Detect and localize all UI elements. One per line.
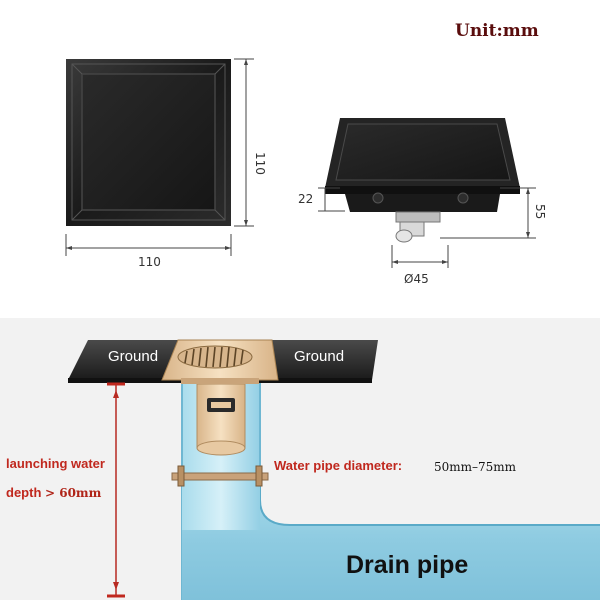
water-depth-label-line2: depth bbox=[6, 485, 41, 500]
pipe-diameter-label: Water pipe diameter: bbox=[274, 458, 402, 473]
water-depth-label-line1: launching water bbox=[6, 456, 105, 471]
unit-label: Unit:mm bbox=[455, 21, 539, 41]
side-view-left-dimension: 22 bbox=[298, 187, 345, 212]
drain-pipe-label: Drain pipe bbox=[346, 551, 468, 579]
side-view-outlet-label: Ø45 bbox=[404, 272, 429, 286]
water-depth-indicator bbox=[107, 382, 125, 598]
pipe-diameter-value: 50mm–75mm bbox=[434, 460, 517, 474]
ground-label-left: Ground bbox=[108, 348, 158, 365]
top-view-grate bbox=[81, 73, 216, 211]
top-view bbox=[66, 59, 231, 226]
top-view-height-dimension: 110 bbox=[234, 58, 267, 227]
side-view bbox=[325, 118, 520, 243]
drain-grate bbox=[161, 339, 279, 384]
water-depth-value: > 60mm bbox=[45, 486, 102, 500]
pipe-clamp bbox=[171, 465, 269, 487]
ground-label-right: Ground bbox=[294, 348, 344, 365]
side-view-left-height-label: 22 bbox=[298, 192, 313, 206]
side-view-total-height-label: 55 bbox=[533, 204, 547, 219]
drain-core bbox=[196, 383, 246, 456]
side-view-total-dimension: 55 bbox=[440, 187, 547, 239]
top-view-width-label: 110 bbox=[138, 255, 161, 269]
side-view-body bbox=[345, 194, 500, 212]
top-view-height-label: 110 bbox=[253, 152, 267, 175]
top-view-width-dimension: 110 bbox=[65, 234, 232, 269]
drain-pipe: Drain pipe bbox=[182, 470, 600, 600]
drain-core-body bbox=[196, 383, 246, 449]
side-view-outlet-dimension: Ø45 bbox=[391, 245, 449, 286]
side-view-outlet bbox=[395, 211, 441, 223]
